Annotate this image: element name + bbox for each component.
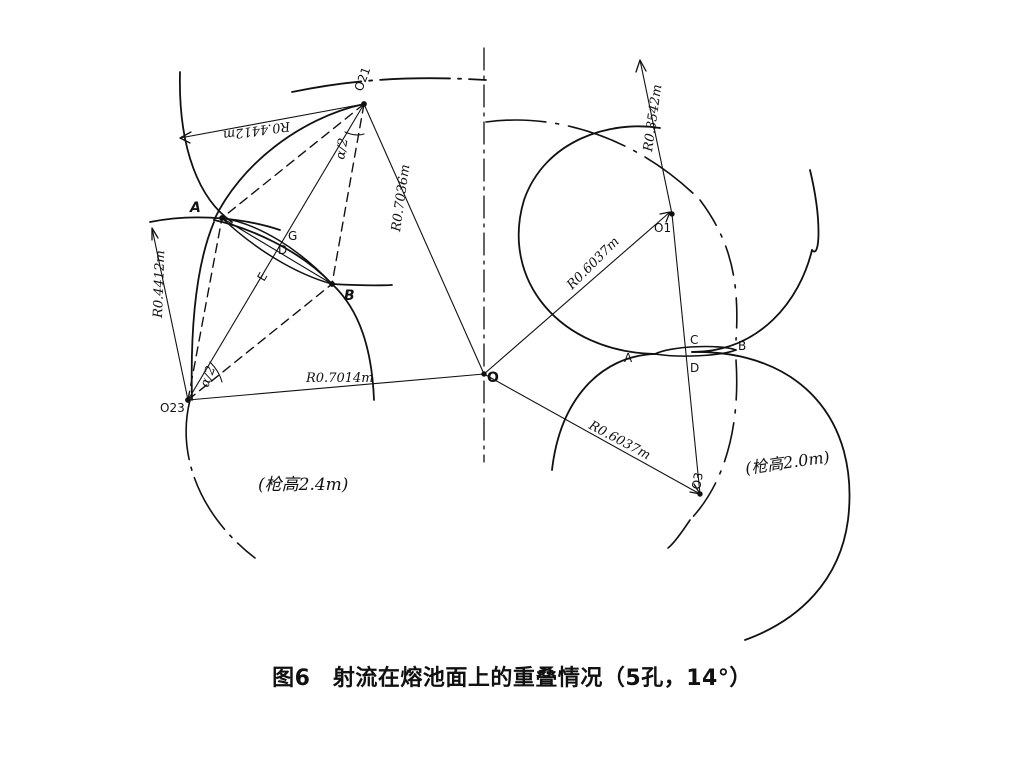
dash-o23-a — [187, 217, 223, 401]
point-o21 — [361, 101, 367, 107]
point-o23 — [185, 397, 191, 403]
o23-circle-arc-b-tail — [331, 283, 393, 287]
label-radius-right-upper: R0.6037m — [564, 234, 623, 293]
line-o21-o — [363, 103, 485, 375]
upper-top-arc — [291, 77, 487, 93]
o21-circle-arc — [213, 103, 365, 221]
label-g: G — [288, 229, 297, 243]
radius-arrow-left — [151, 227, 189, 401]
right-upper-circle — [517, 125, 661, 355]
label-radius-diag: R0.7036m — [389, 164, 413, 234]
right-upper-arc-dash2 — [699, 199, 738, 341]
label-o21: O21 — [352, 65, 374, 93]
o23-circle-arc-b — [190, 221, 215, 401]
left-large-arc — [185, 399, 256, 559]
point-b-left — [329, 281, 335, 287]
label-o23: O23 — [160, 401, 185, 415]
label-o: O — [487, 370, 499, 386]
label-radius-left: R0.4412m — [151, 250, 168, 319]
point-o1 — [669, 211, 675, 217]
right-gun-height-note: (枪高2.0m) — [744, 447, 831, 478]
right-lower-arc-dash2 — [667, 519, 691, 549]
line-o23-o21 — [187, 103, 365, 401]
right-lower-arc-dash — [689, 359, 738, 521]
label-o3: O3 — [689, 471, 706, 490]
dash-o23-b — [187, 283, 333, 401]
right-upper-circle-right — [691, 249, 813, 353]
right-upper-arc-dash — [485, 119, 701, 201]
lens-upper — [221, 217, 333, 285]
angle-arc-top — [344, 131, 365, 136]
left-gun-height-note: (枪高2.4m) — [258, 475, 348, 495]
dash-o21-a — [221, 103, 365, 219]
label-angle-top: α/2 — [333, 137, 351, 161]
label-a-right: A — [624, 351, 633, 365]
line-o1-o3 — [671, 213, 701, 495]
label-radius-base: R0.7014m — [305, 371, 374, 386]
line-o23-o — [187, 373, 485, 401]
radius-arrow-top — [179, 103, 365, 139]
lens-lower — [221, 217, 333, 285]
label-b-left: B — [344, 288, 355, 304]
label-c-right: C — [690, 333, 698, 347]
label-radius-right-lower: R0.6037m — [585, 418, 653, 463]
arrow-top — [635, 59, 647, 73]
upper-large-arc — [179, 71, 233, 223]
right-lower-circle-right — [691, 351, 851, 641]
right-lens-upper — [654, 345, 737, 355]
label-e: E — [254, 270, 270, 284]
label-angle-bottom: α/2 — [198, 364, 219, 389]
right-outer-arc — [809, 169, 820, 253]
label-radius-top: R0.4412m — [222, 118, 292, 142]
radius-arrow-left-head — [151, 227, 159, 241]
dash-o21-b — [331, 103, 365, 285]
label-radius-right-top: R0.3542m — [641, 84, 665, 154]
right-lens-lower — [654, 349, 737, 357]
figure-caption: 图6 射流在熔池面上的重叠情况（5孔，14°） — [272, 666, 752, 691]
label-d-left: D — [278, 243, 287, 257]
label-d-right: D — [690, 361, 699, 375]
label-b-right: B — [738, 339, 746, 353]
right-lower-circle — [551, 353, 656, 471]
label-o1: O1 — [654, 221, 671, 235]
angle-arc-bottom — [209, 361, 223, 383]
line-o-o3 — [483, 373, 701, 495]
o21-circle-arc-lower — [213, 219, 333, 285]
radius-arrow-top-head — [179, 131, 192, 144]
line-a-b — [221, 217, 333, 285]
line-o-o1 — [483, 211, 671, 375]
label-a-left: A — [189, 200, 201, 216]
line-o1-top — [639, 59, 673, 215]
point-o3 — [697, 491, 703, 497]
point-a-left — [219, 215, 225, 221]
